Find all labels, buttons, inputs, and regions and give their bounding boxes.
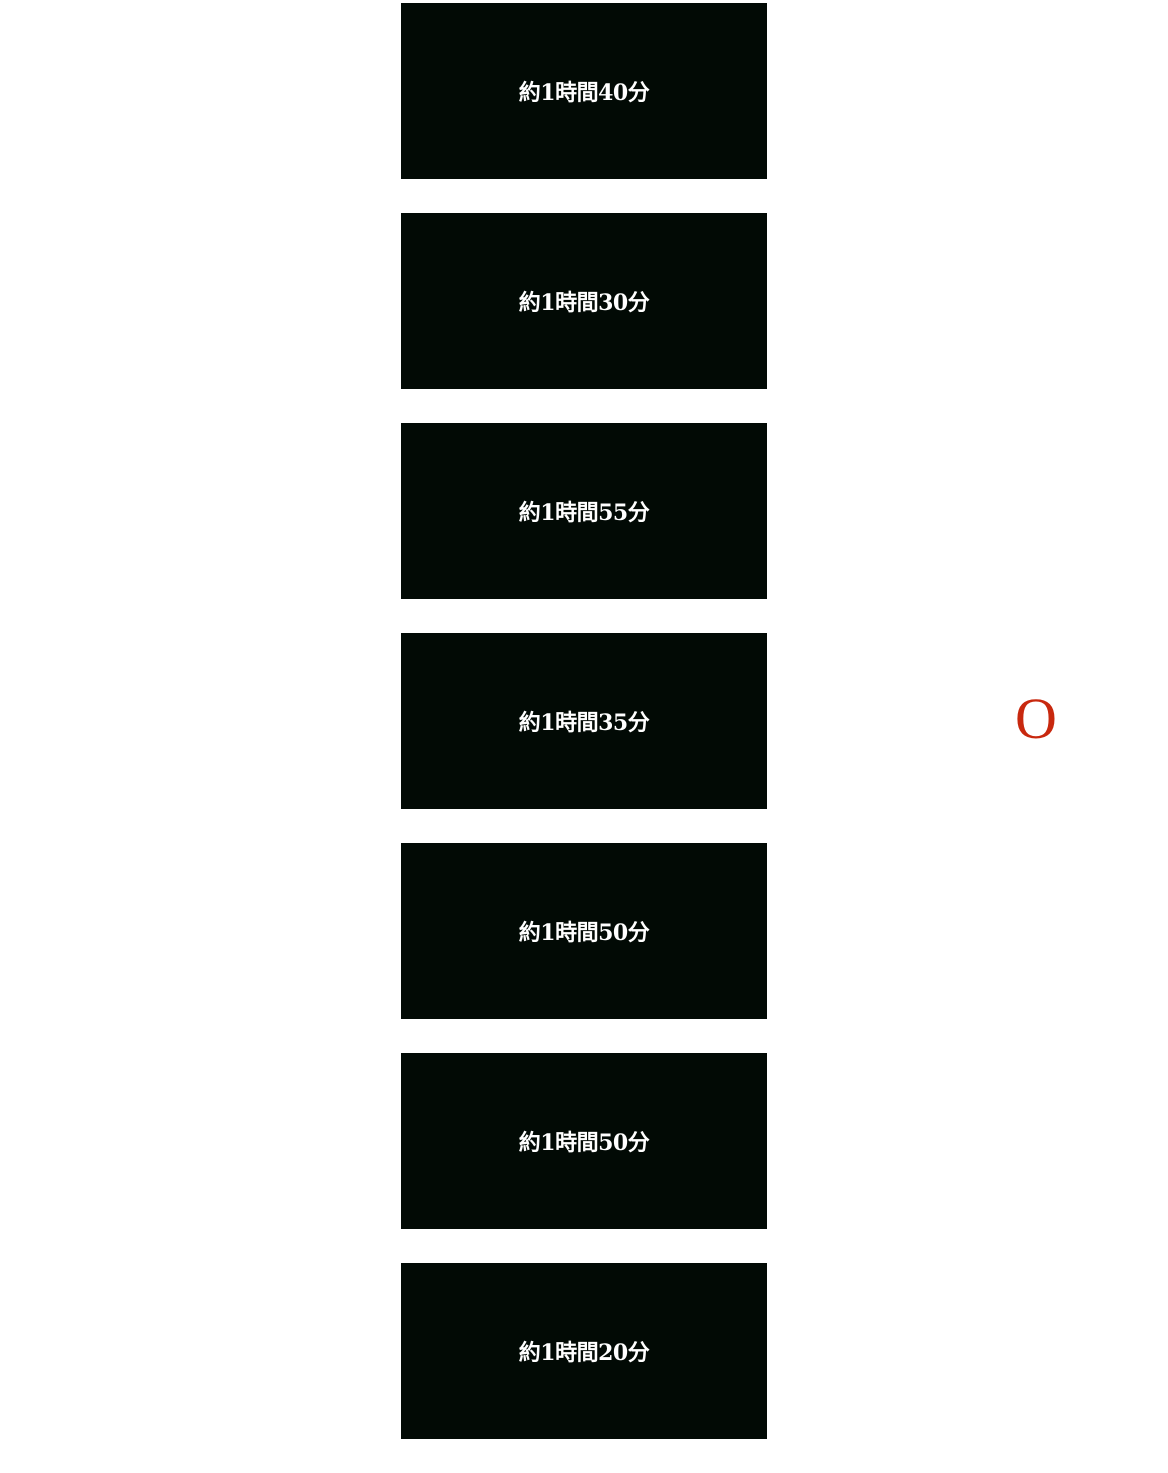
duration-card[interactable]: 約1時間50分 (401, 843, 767, 1019)
duration-label: 約1時間50分 (518, 920, 650, 946)
duration-label: 約1時間55分 (518, 500, 650, 526)
duration-card[interactable]: 約1時間50分 (401, 1053, 767, 1229)
duration-label: 約1時間35分 (518, 710, 650, 736)
duration-card[interactable]: 約1時間55分 (401, 423, 767, 599)
duration-card[interactable]: 約1時間20分 (401, 1263, 767, 1439)
duration-label: 約1時間40分 (518, 80, 650, 106)
duration-card[interactable]: 約1時間40分 (401, 3, 767, 179)
side-mark: O (1015, 686, 1057, 751)
duration-label: 約1時間30分 (518, 290, 650, 316)
duration-label: 約1時間20分 (518, 1340, 650, 1366)
duration-card[interactable]: 約1時間35分 (401, 633, 767, 809)
duration-card[interactable]: 約1時間30分 (401, 213, 767, 389)
duration-list: 約1時間40分 約1時間30分 約1時間55分 約1時間35分 約1時間50分 … (401, 3, 767, 1473)
duration-label: 約1時間50分 (518, 1130, 650, 1156)
